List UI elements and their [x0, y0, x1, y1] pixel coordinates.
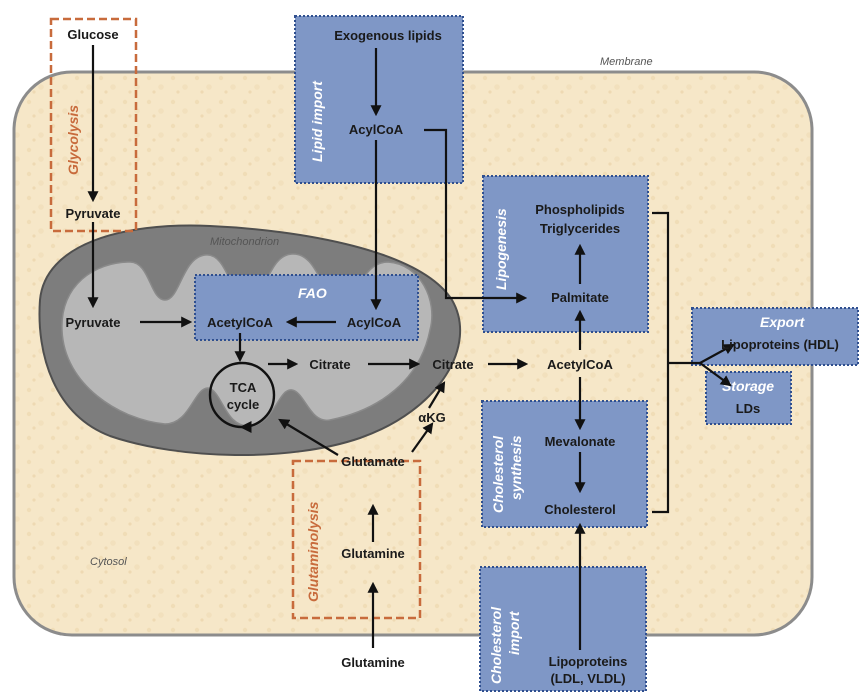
glutaminolysis-title: Glutaminolysis	[305, 501, 321, 602]
lipoproteins-import-label-1: Lipoproteins	[549, 654, 628, 669]
cholesterol-import-title-1: Cholesterol	[488, 606, 504, 684]
lds-label: LDs	[736, 401, 761, 416]
export-title: Export	[760, 314, 806, 330]
citrate-cyto-label: Citrate	[432, 357, 473, 372]
glutamine-ext-label: Glutamine	[341, 655, 405, 670]
exogenous-lipids-label: Exogenous lipids	[334, 28, 442, 43]
mevalonate-label: Mevalonate	[545, 434, 616, 449]
glycolysis-title: Glycolysis	[65, 105, 81, 175]
glutamine-cell-label: Glutamine	[341, 546, 405, 561]
pyruvate-mito-label: Pyruvate	[66, 315, 121, 330]
cytosol-label: Cytosol	[90, 556, 127, 568]
storage-title: Storage	[722, 378, 774, 394]
tca-label-2: cycle	[227, 397, 260, 412]
citrate-mito-label: Citrate	[309, 357, 350, 372]
glucose-label: Glucose	[67, 27, 118, 42]
cholesterol-synthesis-title-2: synthesis	[508, 435, 524, 500]
acylcoa-fao-label: AcylCoA	[347, 315, 402, 330]
tca-label-1: TCA	[230, 380, 257, 395]
glutamate-label: Glutamate	[341, 454, 405, 469]
lipoproteins-import-label-2: (LDL, VLDL)	[550, 671, 625, 686]
palmitate-label: Palmitate	[551, 290, 609, 305]
cholesterol-synthesis-title-1: Cholesterol	[490, 435, 506, 513]
triglycerides-label: Triglycerides	[540, 221, 620, 236]
acetylcoa-mito-label: AcetylCoA	[207, 315, 273, 330]
lipoproteins-hdl-label: Lipoproteins (HDL)	[721, 337, 839, 352]
cholesterol-import-title-2: import	[506, 610, 522, 655]
lipid-import-title: Lipid import	[309, 80, 325, 162]
mitochondrion-label: Mitochondrion	[210, 236, 279, 248]
acetylcoa-cyto-label: AcetylCoA	[547, 357, 613, 372]
akg-label: αKG	[418, 410, 446, 425]
cholesterol-label: Cholesterol	[544, 502, 616, 517]
acylcoa-import-label: AcylCoA	[349, 122, 404, 137]
phospholipids-label: Phospholipids	[535, 202, 625, 217]
lipogenesis-title: Lipogenesis	[493, 208, 509, 290]
membrane-label: Membrane	[600, 56, 653, 68]
fao-title: FAO	[298, 285, 327, 301]
pyruvate-cyto-label: Pyruvate	[66, 206, 121, 221]
